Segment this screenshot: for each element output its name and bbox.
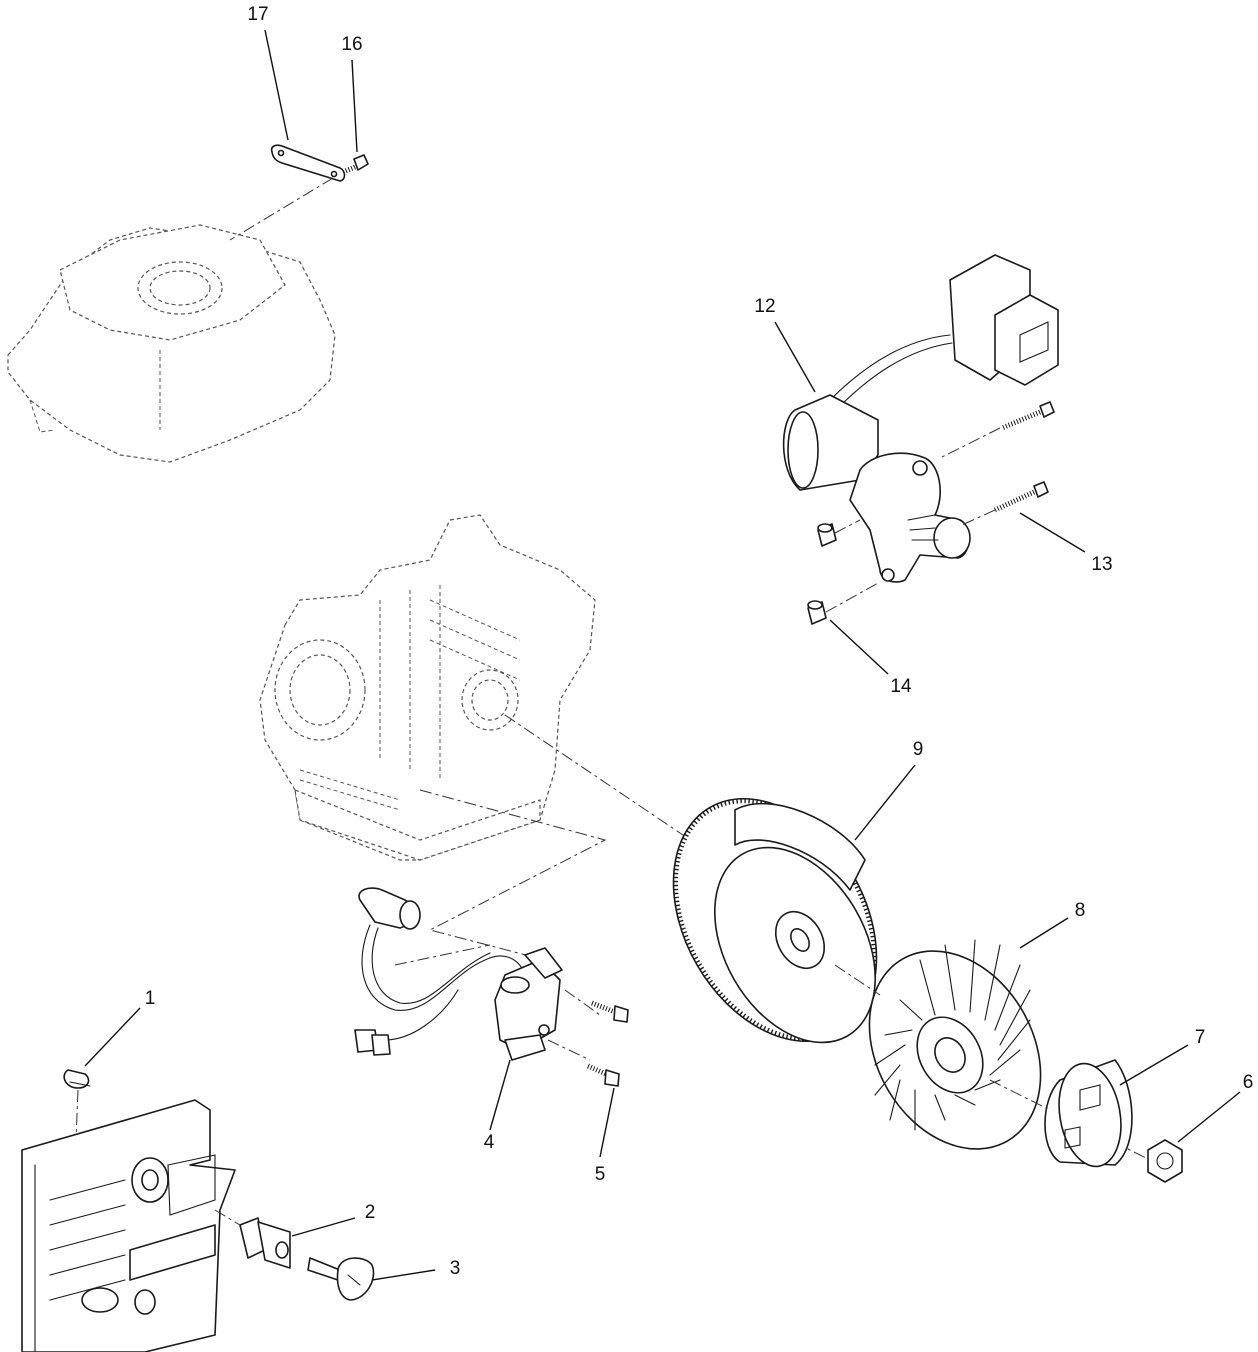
part-16-bolt: [342, 154, 369, 175]
callout-16: 16: [341, 34, 362, 55]
callout-9: 9: [913, 739, 924, 760]
callout-12: 12: [754, 296, 775, 317]
part-7-starter-cup: [1044, 1059, 1133, 1168]
part-12-starter-motor: [782, 254, 1059, 583]
leader-lines: [84, 29, 1241, 1281]
part-14-dowel-pins: [807, 519, 881, 625]
callout-6: 6: [1243, 1072, 1254, 1093]
part-4-ignition-coil: [354, 887, 563, 1061]
part-8-fan: [868, 939, 1042, 1150]
part-3-key: [307, 1257, 375, 1301]
callout-13: 13: [1091, 554, 1112, 575]
part-13-bolts: [939, 401, 1055, 526]
fuel-tank-ghost: [7, 224, 336, 463]
callout-8: 8: [1075, 900, 1086, 921]
callout-2: 2: [365, 1202, 376, 1223]
callout-4: 4: [484, 1132, 495, 1153]
part-9-flywheel: [672, 797, 878, 1044]
engine-block-ghost: [259, 514, 596, 861]
callout-7: 7: [1195, 1027, 1206, 1048]
part-5-bolts: [586, 1000, 629, 1087]
callout-14: 14: [890, 676, 912, 697]
control-panel-shroud: [21, 1099, 236, 1352]
callout-3: 3: [450, 1258, 461, 1279]
callout-1: 1: [145, 988, 156, 1009]
part-1-clip: [63, 1069, 91, 1089]
part-6-nut: [1147, 1139, 1183, 1183]
callout-5: 5: [595, 1164, 606, 1185]
part-2-key-switch: [239, 1217, 291, 1269]
callout-17: 17: [247, 4, 268, 25]
part-17-tank-strap: [270, 144, 346, 182]
